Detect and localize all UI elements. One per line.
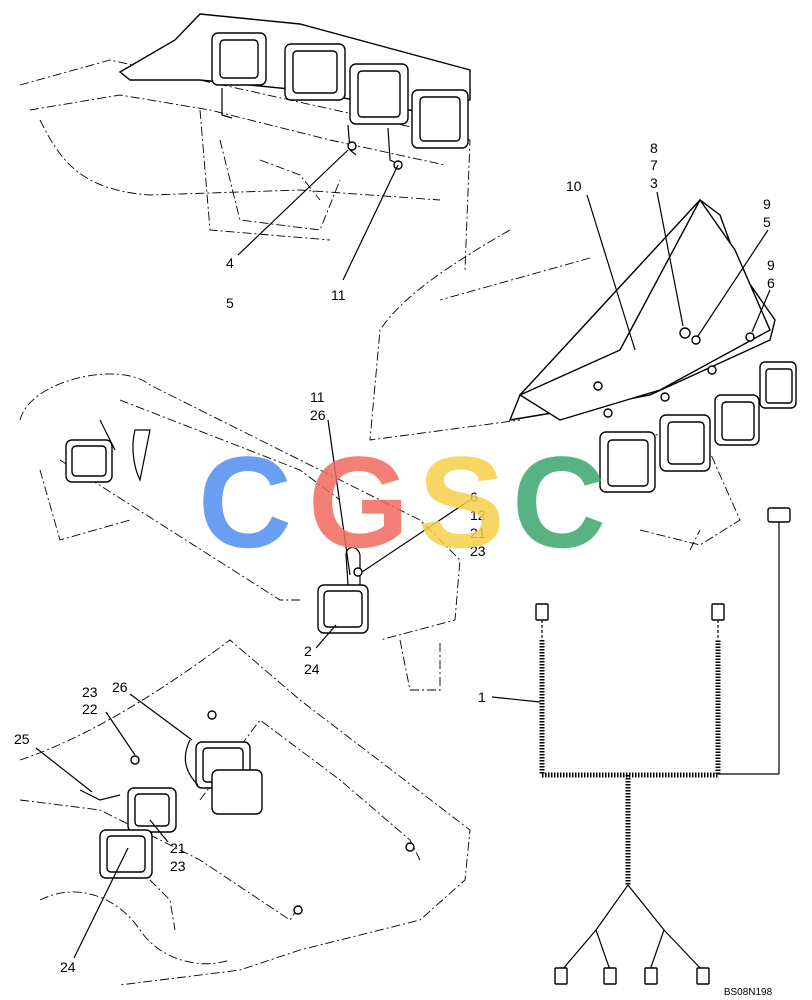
harness-connector-3: [644, 967, 658, 985]
drawing-reference: BS08N198: [724, 987, 773, 998]
watermark-letter-4: C: [512, 429, 606, 575]
callout-22: 22: [82, 701, 98, 717]
callout-1: 1: [478, 689, 486, 705]
callout-26: 26: [112, 679, 128, 695]
roof-lamp-rear-2: [284, 43, 346, 101]
lower-lamp-2: [127, 787, 177, 833]
callout-21: 21: [470, 525, 486, 541]
view-top-left: 4 5 11: [19, 13, 471, 311]
front-lamp-1: [599, 431, 656, 493]
harness-connector-left: [535, 603, 549, 638]
callout-12: 12: [470, 507, 486, 523]
view-middle: 11 26 6 12 21 23 2 24: [19, 373, 486, 691]
callout-23: 23: [170, 858, 186, 874]
side-lamp-center: [317, 546, 369, 634]
lower-lamp-1: [195, 741, 263, 815]
harness-connector-4: [696, 967, 710, 985]
watermark-letter-1: C: [198, 429, 292, 575]
watermark-letter-3: S: [418, 429, 505, 575]
side-lamp-left: [65, 419, 151, 483]
callout-24: 24: [304, 661, 320, 677]
callout-21: 21: [170, 840, 186, 856]
harness-connector-remote: [767, 507, 791, 774]
callout-10: 10: [566, 178, 582, 194]
callout-24: 24: [60, 959, 76, 975]
view-bottom-left: 23 22 26 25 21 23 24: [14, 639, 471, 986]
lower-lamp-3: [99, 829, 153, 879]
front-lamp-2: [659, 414, 711, 472]
callout-11: 11: [310, 389, 325, 405]
roof-lamp-rear-4: [411, 89, 469, 149]
callout-5: 5: [226, 295, 234, 311]
watermark: C G S C: [198, 429, 606, 575]
watermark-letter-2: G: [308, 429, 409, 575]
roof-lamp-rear-3: [349, 63, 409, 125]
callout-5: 5: [763, 214, 771, 230]
callout-6: 6: [470, 489, 478, 505]
callout-23: 23: [470, 543, 486, 559]
callout-23: 23: [82, 684, 98, 700]
callout-2: 2: [304, 643, 312, 659]
callout-9: 9: [767, 257, 775, 273]
callout-6: 6: [767, 275, 775, 291]
front-lamp-3: [714, 394, 760, 446]
callout-25: 25: [14, 731, 30, 747]
front-lamp-4: [759, 361, 797, 409]
roof-lamp-rear-1: [211, 32, 267, 86]
callout-4: 4: [226, 255, 234, 271]
harness-connector-2: [603, 967, 617, 985]
callout-3: 3: [650, 175, 658, 191]
callout-11: 11: [331, 287, 346, 303]
callout-26: 26: [310, 407, 326, 423]
callout-7: 7: [650, 157, 658, 173]
view-top-right: 8 7 3 10 9 5 9 6: [369, 140, 797, 551]
harness-connector-1: [554, 967, 568, 985]
harness-connector-right: [711, 603, 725, 638]
callout-9: 9: [763, 196, 771, 212]
callout-8: 8: [650, 140, 658, 156]
wiring-harness: 1: [478, 507, 791, 985]
